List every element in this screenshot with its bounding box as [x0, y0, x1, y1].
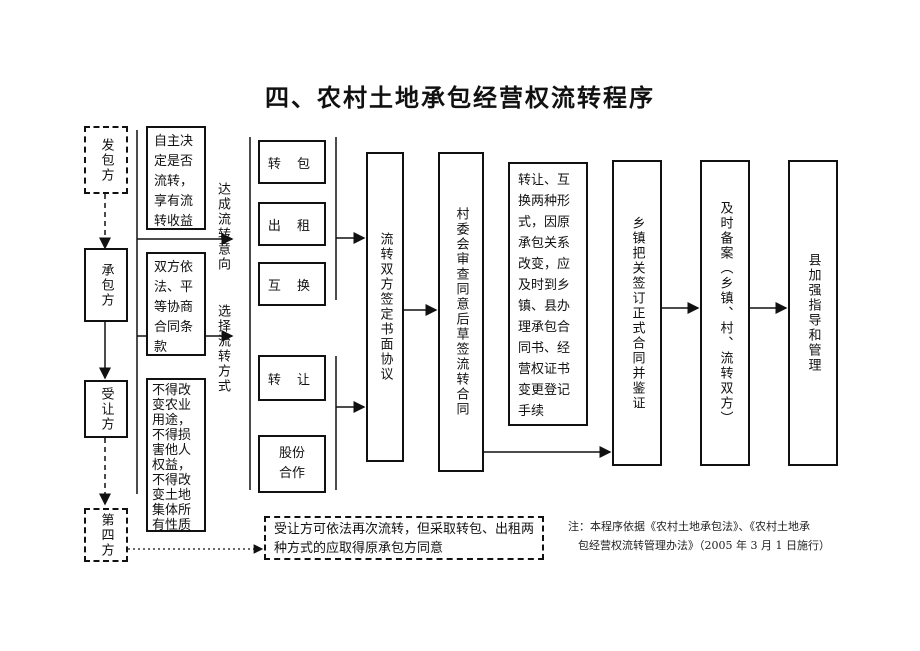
party-transferee: 受让方 — [84, 380, 128, 438]
page-title: 四、农村土地承包经营权流转程序 — [265, 84, 655, 112]
method-shareholding-line1: 股份 — [278, 446, 305, 461]
party-contractor-issuer: 发包方 — [84, 126, 128, 194]
condition-restrictions: 不得改变农业用途，不得损害他人权益，不得改变土地集体所有性质 — [146, 378, 206, 533]
party-fourth: 第四方 — [84, 508, 128, 562]
method-shareholding-line2: 合作 — [278, 466, 305, 481]
method-lease: 出 租 — [258, 202, 326, 246]
footnote: 注：本程序依据《农村土地承包法》、《农村土地承 包经营权流转管理办法》（2005… — [568, 517, 868, 555]
step-registration-change: 转让、互换两种形式，因原承包关系改变，应及时到乡镇、县办理承包合同书、经营权证书… — [508, 162, 588, 426]
method-transfer: 转 让 — [258, 355, 326, 401]
note-re-transfer: 受让方可依法再次流转，但采取转包、出租两种方式的应取得原承包方同意 — [264, 516, 544, 560]
footnote-line1: 注：本程序依据《农村土地承包法》、《农村土地承 — [568, 520, 810, 533]
method-exchange: 互 换 — [258, 262, 326, 306]
condition-negotiation: 双方依法、平等协商合同条款 — [146, 252, 206, 356]
step-town-certify: 乡镇把关签订正式合同并鉴证 — [612, 160, 662, 466]
step-sign-agreement: 流转双方签定书面协议 — [366, 152, 404, 462]
step-village-review: 村委会审查同意后草签流转合同 — [438, 152, 484, 472]
label-choose-method: 选择流转方式 — [215, 304, 230, 394]
footnote-line2: 包经营权流转管理办法》（2005 年 3 月 1 日施行） — [578, 539, 830, 552]
condition-autonomy: 自主决定是否流转，享有流转收益 — [146, 126, 206, 230]
step-county-guidance: 县加强指导和管理 — [788, 160, 838, 466]
party-contractor: 承包方 — [84, 248, 128, 322]
method-shareholding: 股份 合作 — [258, 435, 326, 493]
step-record-filing: 及时备案（乡镇、村、流转双方） — [700, 160, 750, 466]
method-subcontract: 转 包 — [258, 140, 326, 184]
label-reach-intent: 达成流转意向 — [215, 182, 230, 272]
